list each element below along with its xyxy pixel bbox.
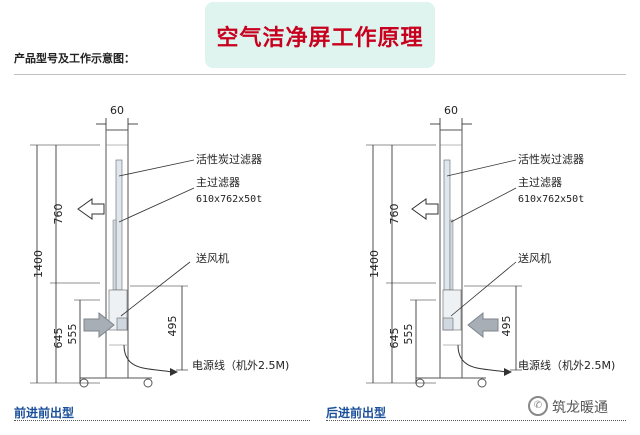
total-height-label: 1400 [368, 250, 381, 278]
header-divider [14, 74, 626, 75]
intake-arrow [83, 311, 115, 339]
outflow-arrow [77, 198, 105, 220]
subtitle: 产品型号及工作示意图： [14, 52, 135, 65]
fan-label: 送风机 [196, 251, 229, 265]
total-height-dimension: 1400 [30, 144, 100, 384]
inner-right-label: 495 [500, 316, 513, 337]
intake-arrow [467, 311, 499, 339]
caption-underline-left [14, 420, 310, 421]
inner-right-dimension: 495 [130, 285, 188, 371]
fan-label: 送风机 [518, 251, 551, 265]
width-label: 60 [444, 104, 458, 117]
lower-height-label: 645 [52, 328, 65, 349]
diagram-front-intake: 60 1400 760 645 [30, 104, 289, 388]
watermark-logo-icon: ✆ [528, 396, 548, 416]
upper-height-dimension: 760 [50, 145, 100, 284]
main-filter-size: 610x762x50t [518, 194, 584, 205]
power-cord [457, 344, 507, 373]
cabinet [415, 129, 487, 388]
lower-height-label: 645 [388, 328, 401, 349]
total-height-dimension: 1400 [366, 144, 436, 384]
main-filter-label: 主过滤器 [518, 176, 562, 189]
carbon-filter-label: 活性炭过滤器 [518, 152, 584, 166]
cabinet [79, 129, 153, 388]
caption-underline-right [326, 420, 626, 421]
inner-left-label: 555 [402, 324, 415, 345]
caption-front-intake: 前进前出型 [14, 406, 75, 420]
upper-height-label: 760 [388, 204, 401, 225]
filter-panel [115, 159, 123, 291]
upper-height-label: 760 [52, 204, 65, 225]
inner-right-dimension: 495 [464, 285, 522, 371]
watermark-text: 筑龙暖通 [552, 400, 608, 416]
inner-left-dimension: 555 [402, 299, 436, 383]
inner-left-label: 555 [66, 324, 79, 345]
inner-right-label: 495 [166, 316, 179, 337]
upper-height-dimension: 760 [386, 145, 436, 284]
caption-rear-intake: 后进前出型 [326, 406, 387, 420]
total-height-label: 1400 [32, 250, 45, 278]
carbon-filter-label: 活性炭过滤器 [196, 152, 262, 166]
diagram-rear-intake: 60 1400 760 645 555 [366, 104, 615, 388]
main-filter-size: 610x762x50t [196, 194, 262, 205]
power-cord [123, 344, 173, 373]
lower-height-dimension: 645 [388, 283, 401, 383]
lower-height-dimension: 645 [52, 283, 65, 383]
width-label: 60 [110, 104, 124, 117]
outflow-arrow [411, 198, 439, 220]
filter-panel [443, 159, 451, 291]
page-title: 空气洁净屏工作原理 [216, 26, 424, 51]
main-filter-label: 主过滤器 [196, 176, 240, 189]
power-cord-label: 电源线（机外2.5M) [518, 358, 615, 372]
width-dimension: 60 [430, 104, 472, 130]
width-dimension: 60 [96, 104, 138, 130]
inner-left-dimension: 555 [66, 299, 100, 383]
title-box: 空气洁净屏工作原理 [205, 2, 435, 68]
power-cord-label: 电源线（机外2.5M) [192, 358, 289, 372]
